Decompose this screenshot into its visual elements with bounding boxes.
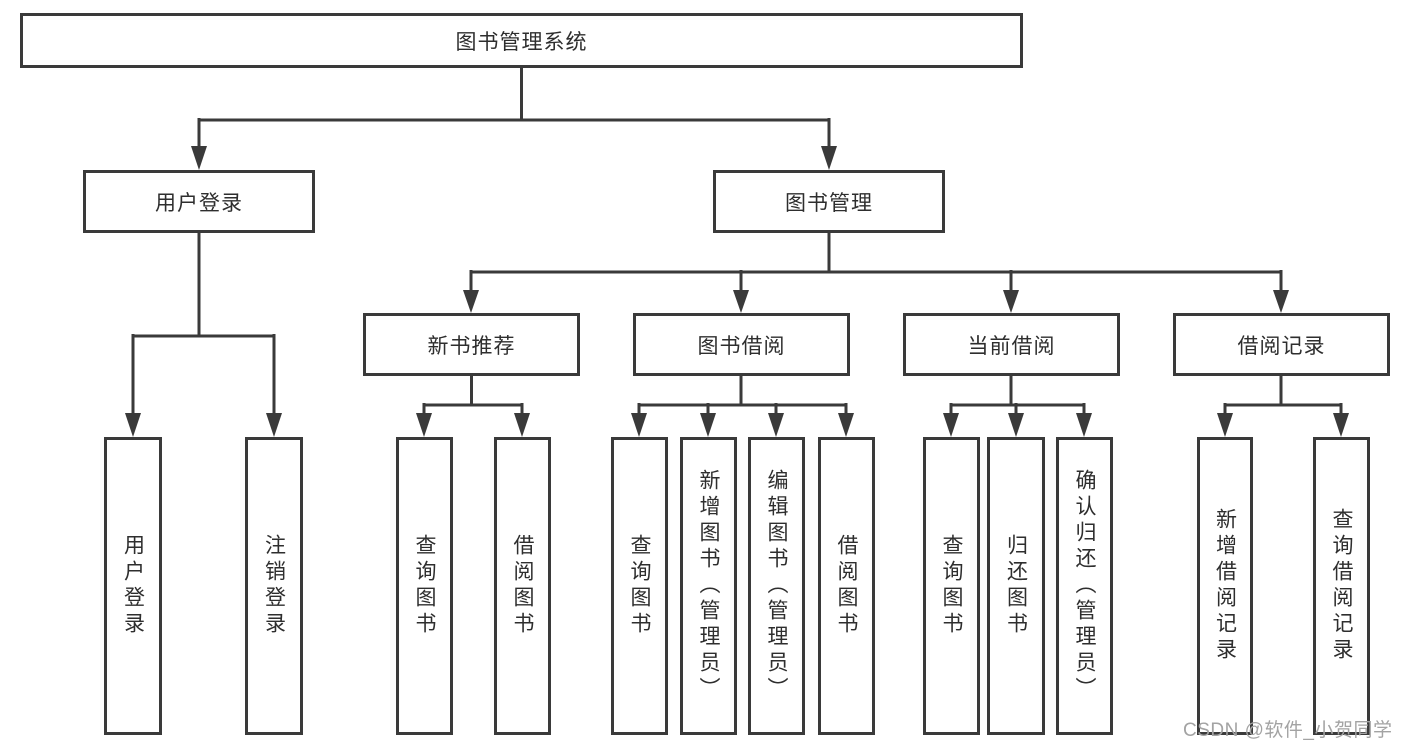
node-leaf-query-books-3: 查询图书: [923, 437, 980, 735]
node-leaf-query-books-3-label: 查询图书: [940, 534, 963, 638]
node-new-book-recommend-label: 新书推荐: [427, 334, 516, 358]
node-leaf-confirm-return-admin-label: 确认归还（管理员）: [1073, 469, 1096, 703]
node-leaf-add-books-admin-label: 新增图书（管理员）: [697, 469, 720, 703]
node-book-management: 图书管理: [713, 170, 945, 233]
node-new-book-recommend: 新书推荐: [363, 313, 580, 376]
node-current-borrow-label: 当前借阅: [967, 334, 1056, 358]
node-leaf-query-borrow-record: 查询借阅记录: [1313, 437, 1370, 735]
node-user-login-label: 用户登录: [155, 191, 243, 215]
node-book-borrow-label: 图书借阅: [697, 334, 786, 358]
node-leaf-logout-label: 注销登录: [262, 534, 286, 638]
node-leaf-borrow-books-1-label: 借阅图书: [511, 534, 534, 638]
node-leaf-borrow-books-1: 借阅图书: [494, 437, 551, 735]
node-leaf-confirm-return-admin: 确认归还（管理员）: [1056, 437, 1113, 735]
node-user-login: 用户登录: [83, 170, 315, 233]
node-leaf-query-books-1-label: 查询图书: [413, 534, 436, 638]
node-current-borrow: 当前借阅: [903, 313, 1120, 376]
node-borrow-records-label: 借阅记录: [1237, 334, 1326, 358]
node-borrow-records: 借阅记录: [1173, 313, 1390, 376]
node-book-borrow: 图书借阅: [633, 313, 850, 376]
node-leaf-query-books-1: 查询图书: [396, 437, 453, 735]
watermark: CSDN @软件_小贺同学: [1183, 720, 1393, 741]
node-leaf-logout: 注销登录: [245, 437, 303, 735]
node-book-management-label: 图书管理: [785, 191, 873, 215]
node-leaf-add-borrow-record: 新增借阅记录: [1197, 437, 1253, 735]
node-leaf-return-books-label: 归还图书: [1004, 534, 1028, 638]
node-leaf-add-borrow-record-label: 新增借阅记录: [1213, 508, 1237, 664]
node-leaf-add-books-admin: 新增图书（管理员）: [680, 437, 737, 735]
node-leaf-query-borrow-record-label: 查询借阅记录: [1330, 508, 1353, 664]
node-leaf-query-books-2: 查询图书: [611, 437, 668, 735]
node-leaf-return-books: 归还图书: [987, 437, 1045, 735]
node-leaf-borrow-books-2: 借阅图书: [818, 437, 875, 735]
node-root: 图书管理系统: [20, 13, 1023, 68]
node-leaf-edit-books-admin: 编辑图书（管理员）: [748, 437, 805, 735]
node-leaf-user-login-label: 用户登录: [121, 534, 145, 638]
node-leaf-query-books-2-label: 查询图书: [628, 534, 651, 638]
node-leaf-edit-books-admin-label: 编辑图书（管理员）: [765, 469, 788, 703]
node-leaf-borrow-books-2-label: 借阅图书: [835, 534, 858, 638]
node-leaf-user-login: 用户登录: [104, 437, 162, 735]
node-root-label: 图书管理系统: [455, 30, 588, 54]
